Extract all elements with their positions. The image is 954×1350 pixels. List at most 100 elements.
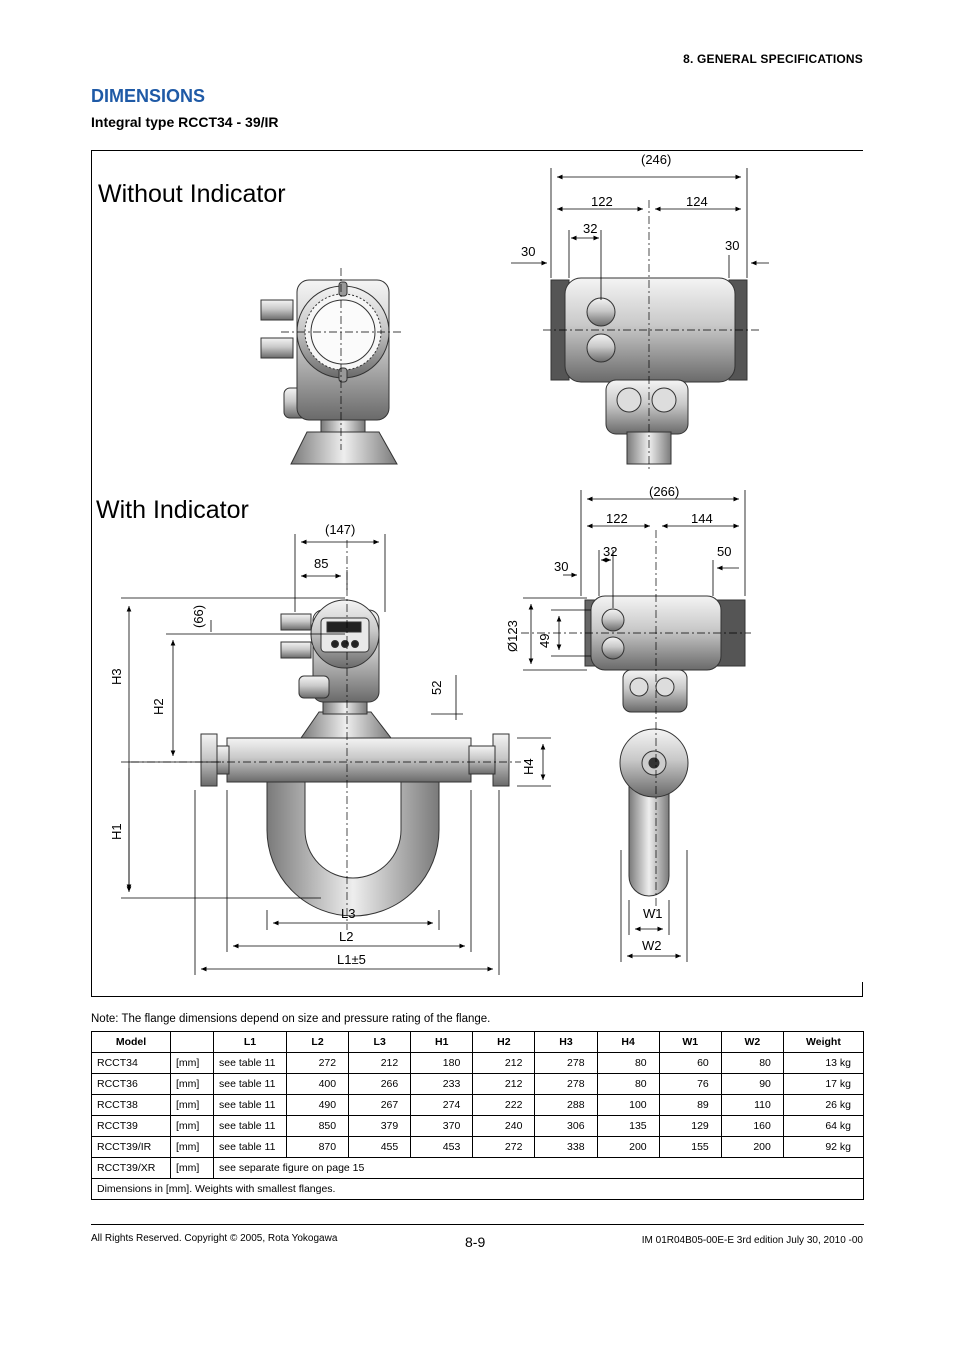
cell-h1: 453 xyxy=(410,1136,474,1158)
cell-h1: 180 xyxy=(410,1052,474,1074)
dim-side-right-edge: 50 xyxy=(717,544,731,559)
cell-h2: 272 xyxy=(472,1136,536,1158)
dim-side-left: 122 xyxy=(606,511,628,526)
cell-weight: 26 kg xyxy=(782,1094,865,1116)
cell-model: RCCT39 xyxy=(91,1115,171,1137)
cell-l1: see table 11 xyxy=(213,1115,287,1137)
dim-top-left: 122 xyxy=(591,194,613,209)
cell-w1: 60 xyxy=(658,1052,722,1074)
footer-divider xyxy=(91,1224,864,1225)
cell-l2: 490 xyxy=(285,1094,350,1116)
cell-xr-reference: see separate figure on page 15 xyxy=(213,1157,864,1179)
dim-h2: H2 xyxy=(151,698,166,715)
cell-l3: 267 xyxy=(348,1094,412,1116)
cell-unit: [mm] xyxy=(170,1094,214,1116)
cell-w1: 89 xyxy=(658,1094,722,1116)
dimensions-table: Model L1 L2 L3 H1 H2 H3 H4 W1 W2 Weight … xyxy=(91,1031,865,1200)
dim-front-angle-height: (66) xyxy=(191,605,206,628)
cell-h3: 278 xyxy=(534,1052,598,1074)
col-l3: L3 xyxy=(348,1031,412,1053)
table-row: RCCT38 [mm] see table 11 490 267 274 222… xyxy=(91,1094,865,1116)
top-view-centerlines xyxy=(281,200,759,470)
cell-h3: 278 xyxy=(534,1073,598,1095)
dim-l2: L2 xyxy=(339,929,353,944)
col-unit xyxy=(170,1031,214,1053)
cell-l3: 266 xyxy=(348,1073,412,1095)
dim-side-height-small: 49 xyxy=(537,634,552,648)
col-w1: W1 xyxy=(658,1031,722,1053)
dim-w2: W2 xyxy=(642,938,662,953)
side-view-dimensions xyxy=(523,490,746,962)
page-subtitle: Integral type RCCT34 - 39/IR xyxy=(91,114,279,130)
dim-l1: L1±5 xyxy=(337,952,366,967)
cell-h2: 212 xyxy=(472,1052,536,1074)
label-with-indicator: With Indicator xyxy=(96,496,249,524)
table-row-xr: RCCT39/XR [mm] see separate figure on pa… xyxy=(91,1157,864,1179)
col-h2: H2 xyxy=(472,1031,536,1053)
cell-l2: 272 xyxy=(285,1052,350,1074)
dimension-drawing: Without Indicator With Indicator xyxy=(91,150,863,997)
dim-h3: H3 xyxy=(109,668,124,685)
cell-h4: 100 xyxy=(596,1094,660,1116)
cell-weight: 17 kg xyxy=(782,1073,865,1095)
cell-w2: 200 xyxy=(720,1136,784,1158)
cell-h2: 222 xyxy=(472,1094,536,1116)
cell-l3: 212 xyxy=(348,1052,412,1074)
footer-page-number: 8-9 xyxy=(465,1234,486,1250)
cell-h4: 80 xyxy=(596,1073,660,1095)
cell-h4: 80 xyxy=(596,1052,660,1074)
table-row: RCCT36 [mm] see table 11 400 266 233 212… xyxy=(91,1073,865,1095)
cell-l2: 870 xyxy=(285,1136,350,1158)
cell-w2: 90 xyxy=(720,1073,784,1095)
dim-side-overall: (266) xyxy=(649,484,679,499)
table-row: RCCT34 [mm] see table 11 272 212 180 212… xyxy=(91,1052,865,1074)
cell-w2: 110 xyxy=(720,1094,784,1116)
col-h1: H1 xyxy=(410,1031,474,1053)
cell-h4: 200 xyxy=(596,1136,660,1158)
table-footnote-row: Dimensions in [mm]. Weights with smalles… xyxy=(91,1178,864,1200)
dim-w1: W1 xyxy=(643,906,663,921)
dim-front-width: (147) xyxy=(325,522,355,537)
cell-model: RCCT36 xyxy=(91,1073,171,1095)
label-without-indicator: Without Indicator xyxy=(98,180,286,208)
cell-l3: 379 xyxy=(348,1115,412,1137)
dim-side-left-edge: 30 xyxy=(554,559,568,574)
dim-side-diameter: Ø123 xyxy=(505,620,520,652)
cell-h2: 240 xyxy=(472,1115,536,1137)
col-l1: L1 xyxy=(213,1031,287,1053)
cell-l1: see table 11 xyxy=(213,1094,287,1116)
cell-h1: 274 xyxy=(410,1094,474,1116)
dim-top-left-edge: 30 xyxy=(521,244,535,259)
meter-side-view xyxy=(584,595,746,897)
cell-unit: [mm] xyxy=(170,1136,214,1158)
table-header-row: Model L1 L2 L3 H1 H2 H3 H4 W1 W2 Weight xyxy=(91,1031,865,1053)
cell-model: RCCT39/IR xyxy=(91,1136,171,1158)
flange-note: Note: The flange dimensions depend on si… xyxy=(91,1013,491,1025)
cell-weight: 64 kg xyxy=(782,1115,865,1137)
page-title: DIMENSIONS xyxy=(91,86,206,106)
meter-front-view xyxy=(200,599,510,917)
dim-top-right: 124 xyxy=(686,194,708,209)
cell-model: RCCT39/XR xyxy=(91,1157,171,1179)
dim-h1: H1 xyxy=(109,823,124,840)
table-footnote: Dimensions in [mm]. Weights with smalles… xyxy=(91,1178,864,1200)
dim-side-right: 144 xyxy=(691,511,713,526)
cell-weight: 13 kg xyxy=(782,1052,865,1074)
cell-h3: 288 xyxy=(534,1094,598,1116)
cell-model: RCCT34 xyxy=(91,1052,171,1074)
col-model: Model xyxy=(91,1031,171,1053)
cell-l1: see table 11 xyxy=(213,1052,287,1074)
dim-front-top-offset: 52 xyxy=(429,681,444,695)
dim-top-right-edge: 30 xyxy=(725,238,739,253)
dim-top-small: 32 xyxy=(583,221,597,236)
dim-top-overall: (246) xyxy=(641,152,671,167)
cell-l2: 400 xyxy=(285,1073,350,1095)
table-row: RCCT39/IR [mm] see table 11 870 455 453 … xyxy=(91,1136,865,1158)
cell-l1: see table 11 xyxy=(213,1073,287,1095)
cell-h1: 233 xyxy=(410,1073,474,1095)
dim-l3: L3 xyxy=(341,906,355,921)
dim-h4: H4 xyxy=(521,758,536,775)
cell-w2: 80 xyxy=(720,1052,784,1074)
cell-model: RCCT38 xyxy=(91,1094,171,1116)
cell-l1: see table 11 xyxy=(213,1136,287,1158)
